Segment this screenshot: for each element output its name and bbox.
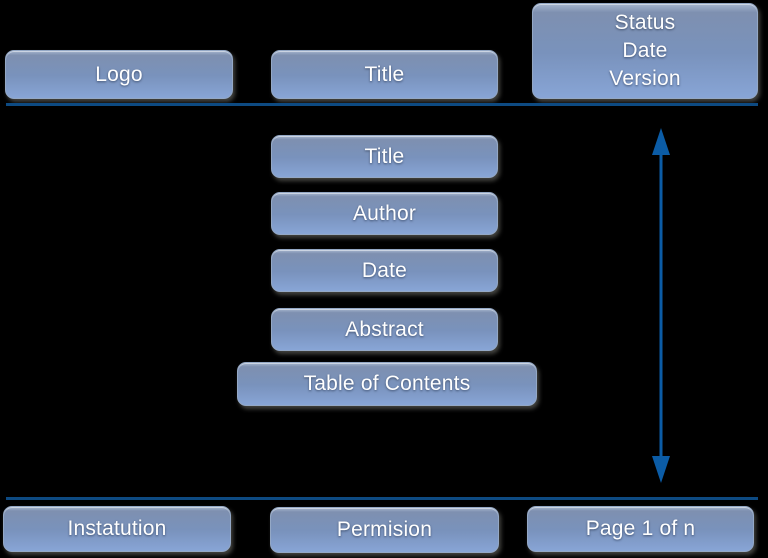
footer-divider-line	[6, 497, 758, 500]
status-line: Status	[614, 11, 676, 34]
logo-box-label: Logo	[95, 62, 143, 86]
table-of-contents-box: Table of Contents	[237, 362, 537, 406]
page-number-box: Page 1 of n	[527, 506, 754, 552]
double-arrow-up-head	[652, 128, 670, 155]
table-of-contents-box-label: Table of Contents	[303, 372, 471, 395]
body-title-box-label: Title	[364, 144, 405, 168]
institution-box-label: Instatution	[67, 517, 167, 540]
author-box-label: Author	[352, 201, 417, 225]
header-title-box: Title	[271, 50, 498, 99]
vertical-double-arrow-icon	[652, 128, 670, 483]
body-title-box: Title	[271, 135, 498, 178]
double-arrow-down-head	[652, 456, 670, 483]
permission-box-label: Permision	[336, 518, 433, 541]
date-line: Date	[622, 39, 668, 62]
version-line: Version	[609, 67, 681, 90]
institution-box: Instatution	[3, 506, 231, 552]
permission-box: Permision	[270, 507, 499, 553]
abstract-box-label: Abstract	[345, 317, 424, 341]
date-box: Date	[271, 249, 498, 292]
page-number-box-label: Page 1 of n	[585, 517, 696, 540]
abstract-box: Abstract	[271, 308, 498, 351]
header-divider-line	[6, 103, 758, 106]
date-box-label: Date	[361, 258, 408, 282]
logo-box: Logo	[5, 50, 233, 99]
header-title-box-label: Title	[364, 62, 405, 86]
author-box: Author	[271, 192, 498, 235]
status-date-version-box: Status Date Version	[532, 3, 758, 99]
